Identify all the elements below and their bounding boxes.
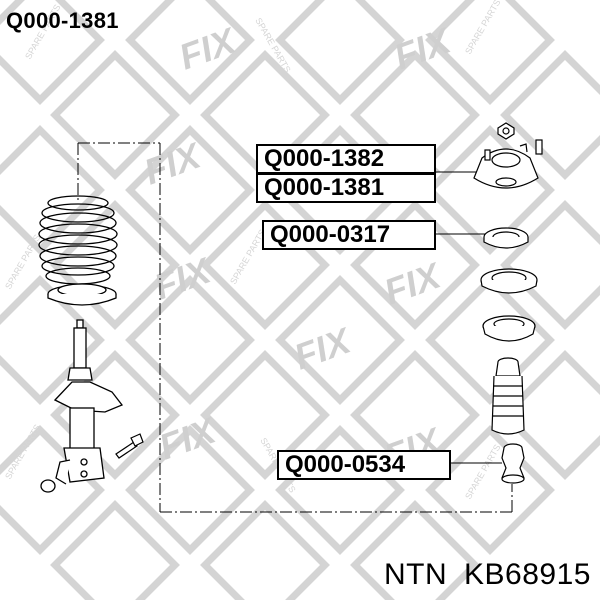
spring-pad-icon [482, 315, 536, 342]
page-title: Q000-1381 [6, 8, 119, 33]
dust-boot-icon [491, 357, 525, 435]
watermark-brand: FIX [174, 19, 243, 77]
bump-stop-icon [501, 443, 525, 484]
bolt-icon [115, 433, 144, 459]
part-label-q000-1382: Q000-1382 [256, 144, 436, 174]
strut-assembly-icon [40, 319, 124, 493]
watermark-brand: FIX [289, 319, 358, 377]
bearing-icon [483, 227, 529, 249]
watermark-tagline: SPARE PARTS [463, 0, 502, 56]
top-mount-icon [473, 122, 543, 189]
part-label-q000-0317: Q000-0317 [262, 220, 436, 250]
coil-spring-icon [38, 195, 118, 285]
cross-reference: NTN KB68915 [384, 558, 591, 592]
bracket-lines [77, 142, 513, 513]
cross-reference-brand: NTN [384, 558, 448, 591]
watermark-tagline: SPARE PARTS [3, 423, 42, 481]
spring-seat-icon [480, 268, 538, 294]
part-label-q000-1381: Q000-1381 [256, 173, 436, 203]
part-label-q000-0534: Q000-0534 [277, 450, 451, 480]
cross-reference-number: KB68915 [464, 558, 591, 591]
spring-seat-icon [47, 283, 117, 306]
